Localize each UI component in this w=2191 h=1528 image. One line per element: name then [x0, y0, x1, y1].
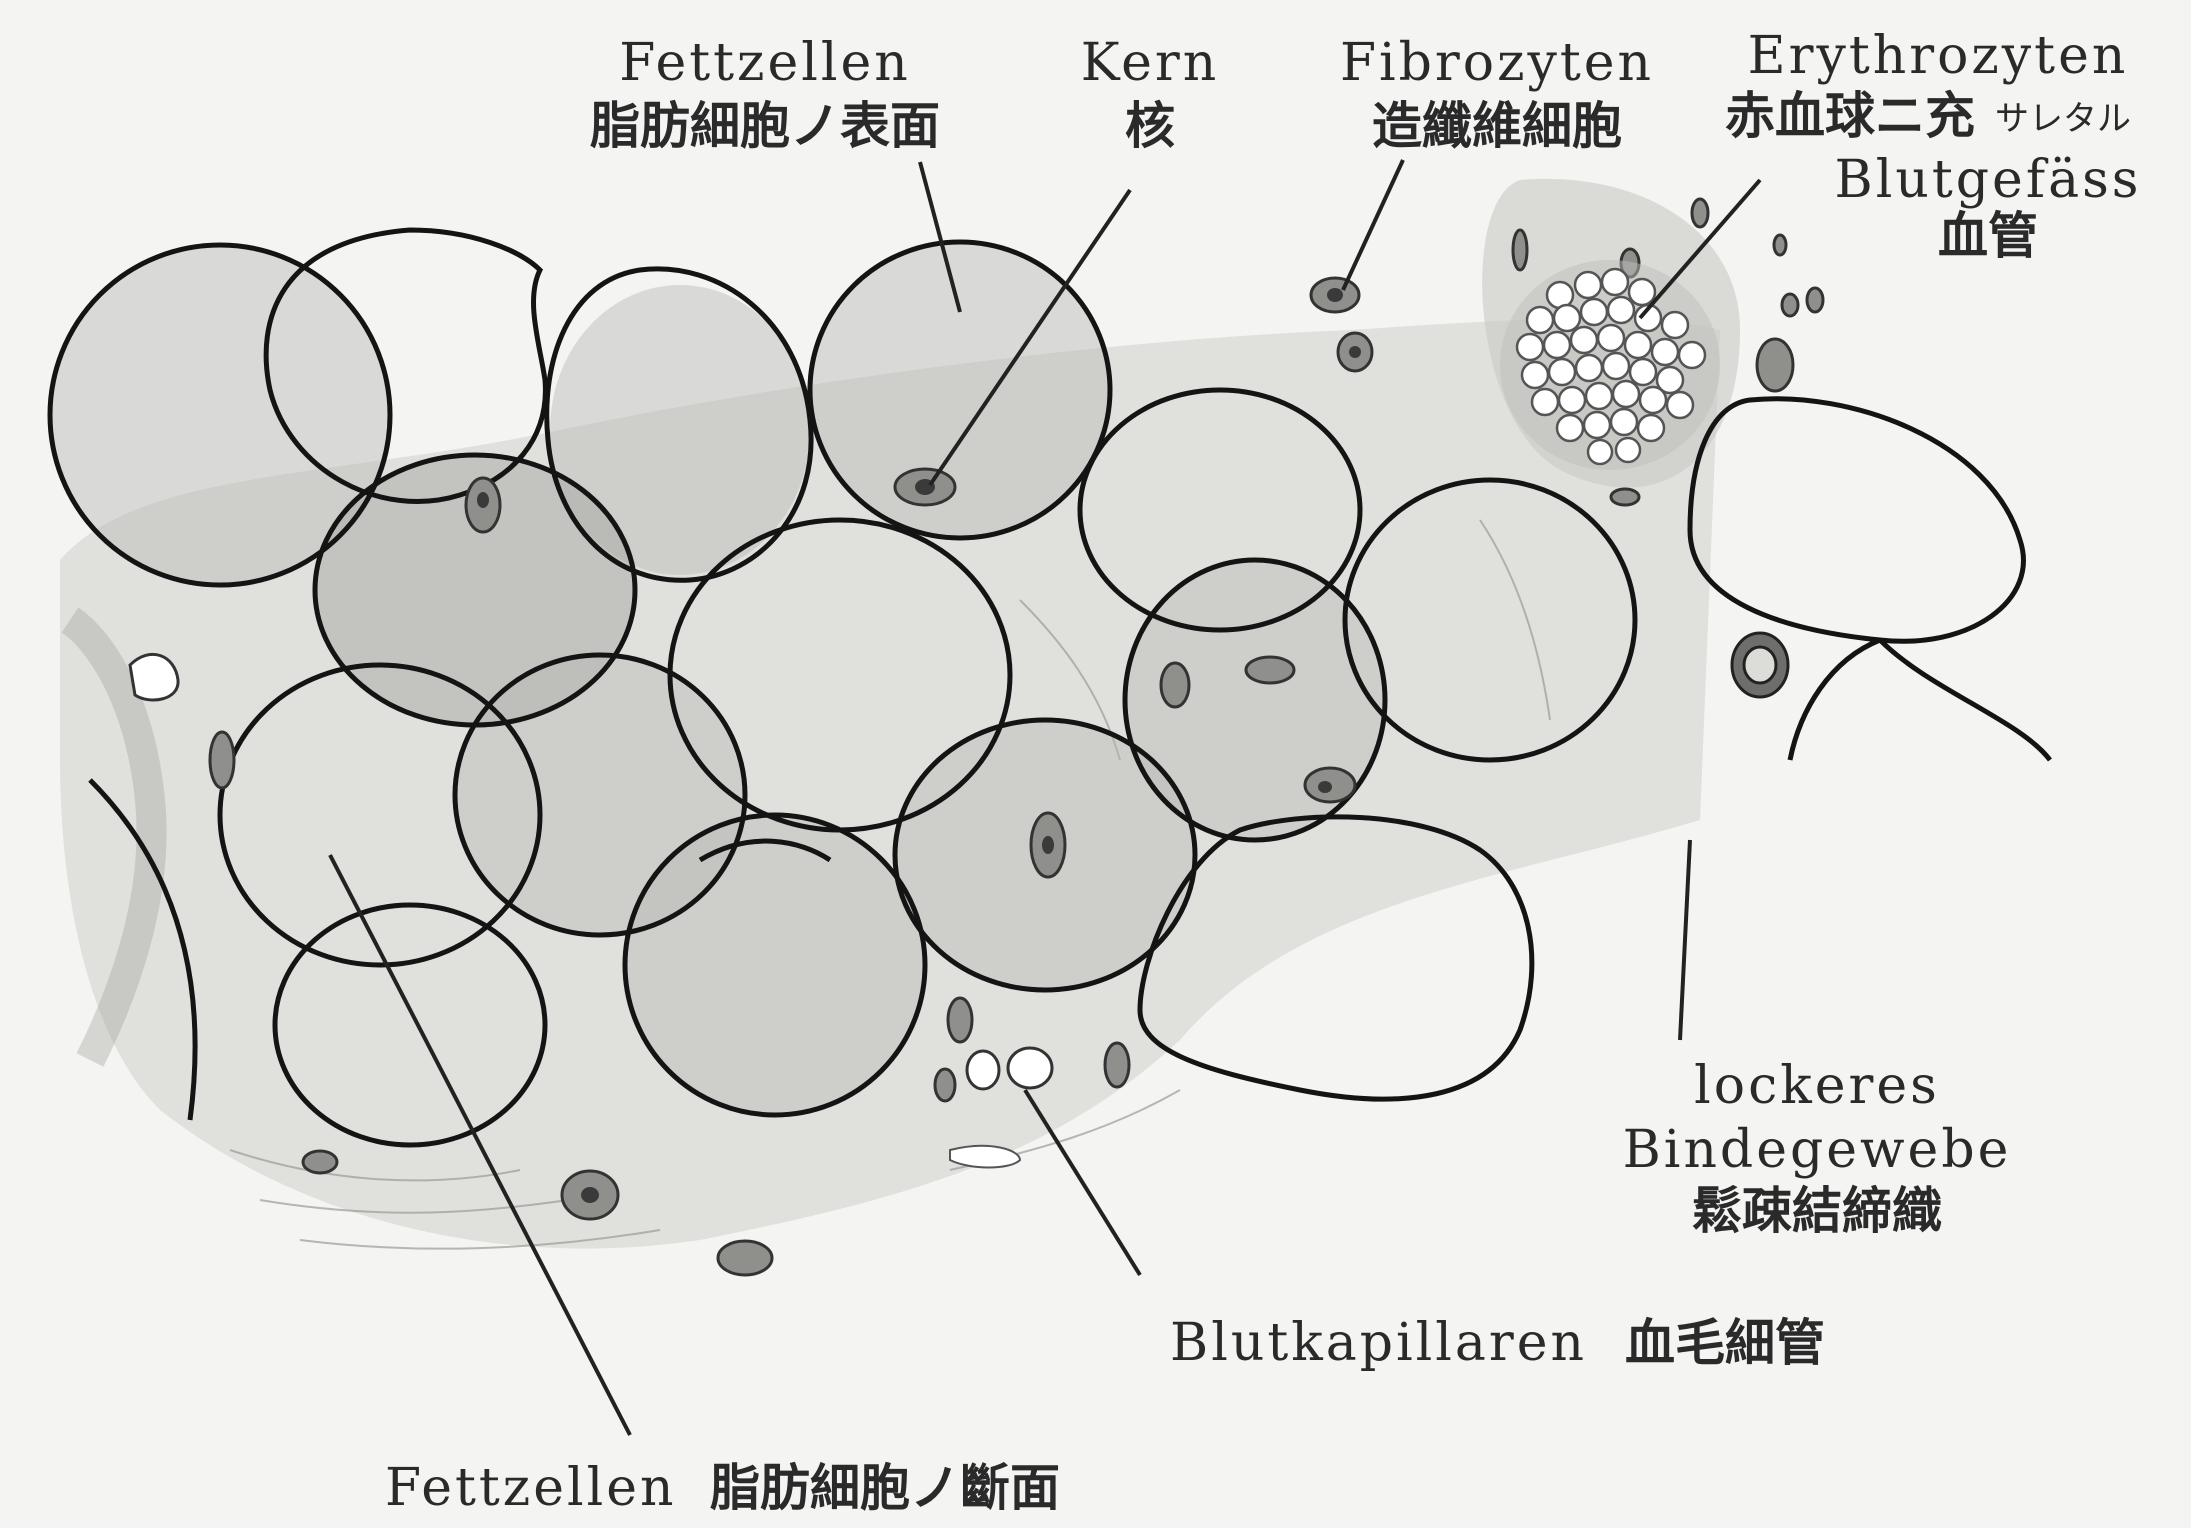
label-fibrozyten-de: Fibrozyten	[1340, 33, 1654, 93]
label-lockeres-de-2: Bindegewebe	[1623, 1120, 2012, 1180]
label-erythrozyten-de: Erythrozyten	[1748, 26, 2129, 86]
label-fettzellen-surface-de: Fettzellen	[619, 33, 911, 93]
label-kern-de: Kern	[1081, 33, 1220, 93]
leader-lockeres	[1680, 840, 1690, 1040]
label-blutkapillaren-jp: 血毛細管	[1625, 1313, 1825, 1372]
label-fettzellen-surface-jp: 脂肪細胞ノ表面	[590, 96, 940, 155]
label-fibrozyten-jp: 造纖維細胞	[1372, 96, 1622, 155]
label-erythrozyten-jp: 赤血球ニ充	[1725, 86, 1975, 145]
label-blutgefass-de: Blutgefäss	[1835, 150, 2142, 210]
label-lockeres-jp: 鬆疎結締織	[1692, 1181, 1942, 1240]
label-blutgefass-jp: 血管	[1938, 206, 2038, 265]
label-lockeres-de-1: lockeres	[1694, 1056, 1940, 1116]
label-erythrozyten-jp-small: サレタル	[1995, 99, 2131, 139]
label-kern-jp: 核	[1125, 96, 1175, 155]
blood-vessel	[1500, 260, 1720, 470]
label-fettzellen-section-jp: 脂肪細胞ノ斷面	[710, 1458, 1060, 1517]
leader-fibrozyten	[1343, 160, 1403, 290]
label-fettzellen-section-de: Fettzellen	[385, 1458, 677, 1518]
label-blutkapillaren-de: Blutkapillaren	[1170, 1313, 1587, 1373]
